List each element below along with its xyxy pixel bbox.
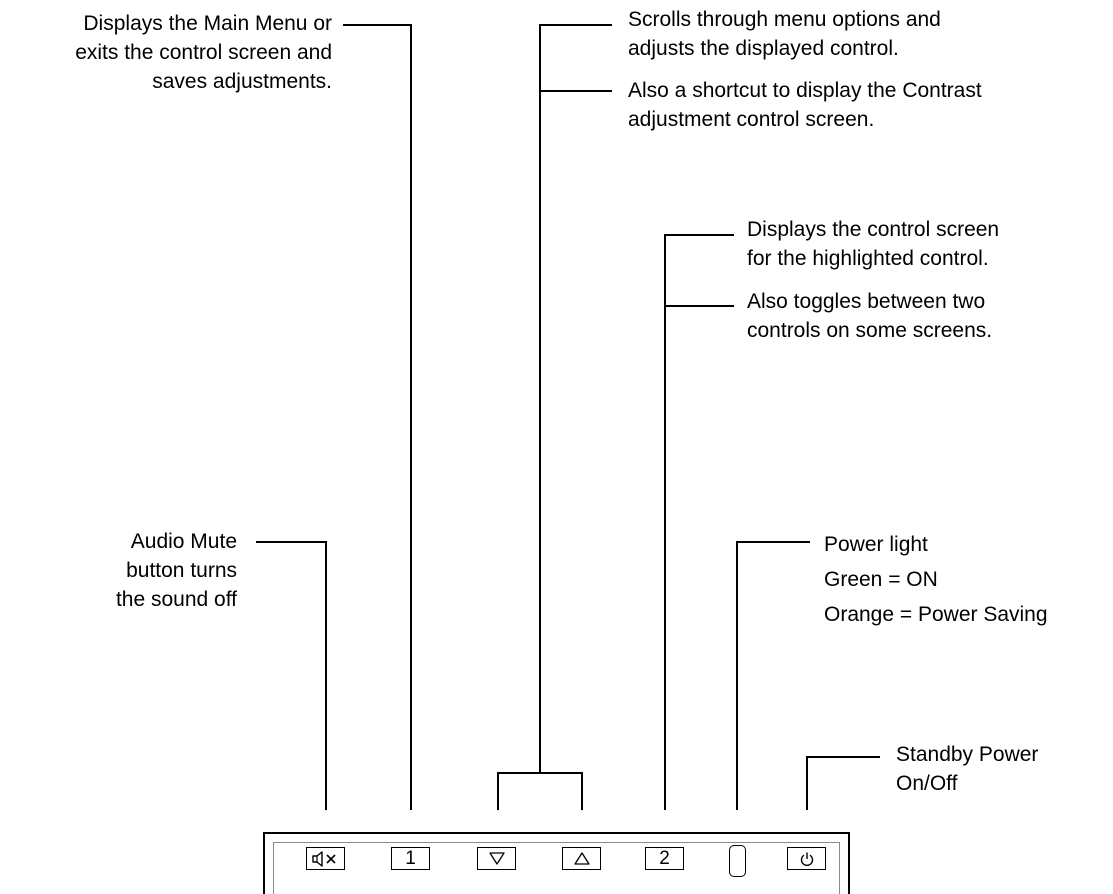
- mute-line-2: button turns: [126, 559, 237, 582]
- mute-line-3: the sound off: [115, 588, 237, 611]
- leader-main-menu-h: [343, 24, 412, 26]
- mute-line-1: Audio Mute: [130, 530, 237, 553]
- leader-main-menu-v: [410, 24, 412, 810]
- panel-inner-bevel: [273, 842, 840, 894]
- leader-standby-h: [806, 756, 880, 758]
- leader-scroll-v: [539, 24, 541, 773]
- leader-scroll-h: [539, 24, 612, 26]
- scroll-label: Scrolls through menu options and adjusts…: [628, 5, 941, 63]
- power-icon: [799, 851, 815, 867]
- standby-label: Standby Power On/Off: [896, 740, 1038, 798]
- speaker-mute-icon: [311, 850, 341, 868]
- leader-power-light-h: [736, 541, 810, 543]
- mute-label: Audio Mute button turns the sound off: [116, 527, 237, 614]
- leader-toggle-h: [664, 305, 734, 307]
- leader-contrast-h: [539, 90, 612, 92]
- power-light-line-1: Power light: [824, 533, 928, 556]
- power-light-line-2: Green = ON: [824, 568, 938, 591]
- audio-mute-button[interactable]: [306, 847, 345, 870]
- leader-arrows-bracket-left: [497, 772, 499, 810]
- main-menu-line-1: Displays the Main Menu or: [83, 12, 332, 35]
- leader-power-light-v: [736, 541, 738, 810]
- leader-arrows-bracket-right: [581, 772, 583, 810]
- monitor-control-panel: [263, 832, 850, 894]
- leader-standby-v: [806, 756, 808, 810]
- control-screen-line-2: for the highlighted control.: [747, 247, 989, 270]
- leader-mute-h: [256, 541, 327, 543]
- menu-button-1-label: 1: [405, 847, 416, 869]
- power-light-label: Power light Green = ON Orange = Power Sa…: [824, 527, 1048, 632]
- triangle-up-icon: [573, 851, 591, 866]
- standby-line-1: Standby Power: [896, 743, 1039, 766]
- toggle-line-2: controls on some screens.: [747, 319, 993, 342]
- contrast-label: Also a shortcut to display the Contrast …: [628, 76, 982, 134]
- toggle-label: Also toggles between two controls on som…: [747, 287, 992, 345]
- control-screen-line-1: Displays the control screen: [747, 218, 1000, 241]
- standby-power-button[interactable]: [787, 847, 826, 870]
- leader-control-screen-v: [664, 234, 666, 810]
- select-button-2-label: 2: [659, 847, 670, 869]
- scroll-line-2: adjusts the displayed control.: [628, 37, 899, 60]
- scroll-down-button[interactable]: [477, 847, 516, 870]
- menu-button-1[interactable]: 1: [391, 847, 430, 870]
- scroll-up-button[interactable]: [562, 847, 601, 870]
- contrast-line-2: adjustment control screen.: [628, 108, 875, 131]
- power-light-line-3: Orange = Power Saving: [824, 603, 1048, 626]
- scroll-line-1: Scrolls through menu options and: [628, 8, 941, 31]
- main-menu-label: Displays the Main Menu or exits the cont…: [75, 9, 332, 96]
- leader-control-screen-h: [664, 234, 734, 236]
- triangle-down-icon: [488, 851, 506, 866]
- select-button-2[interactable]: 2: [645, 847, 684, 870]
- standby-line-2: On/Off: [896, 772, 958, 795]
- contrast-line-1: Also a shortcut to display the Contrast: [628, 79, 982, 102]
- power-light-indicator: [729, 845, 746, 877]
- toggle-line-1: Also toggles between two: [747, 290, 986, 313]
- main-menu-line-3: saves adjustments.: [152, 70, 332, 93]
- leader-arrows-bracket-h: [497, 772, 583, 774]
- leader-mute-v: [325, 541, 327, 810]
- control-screen-label: Displays the control screen for the high…: [747, 215, 999, 273]
- main-menu-line-2: exits the control screen and: [75, 41, 332, 64]
